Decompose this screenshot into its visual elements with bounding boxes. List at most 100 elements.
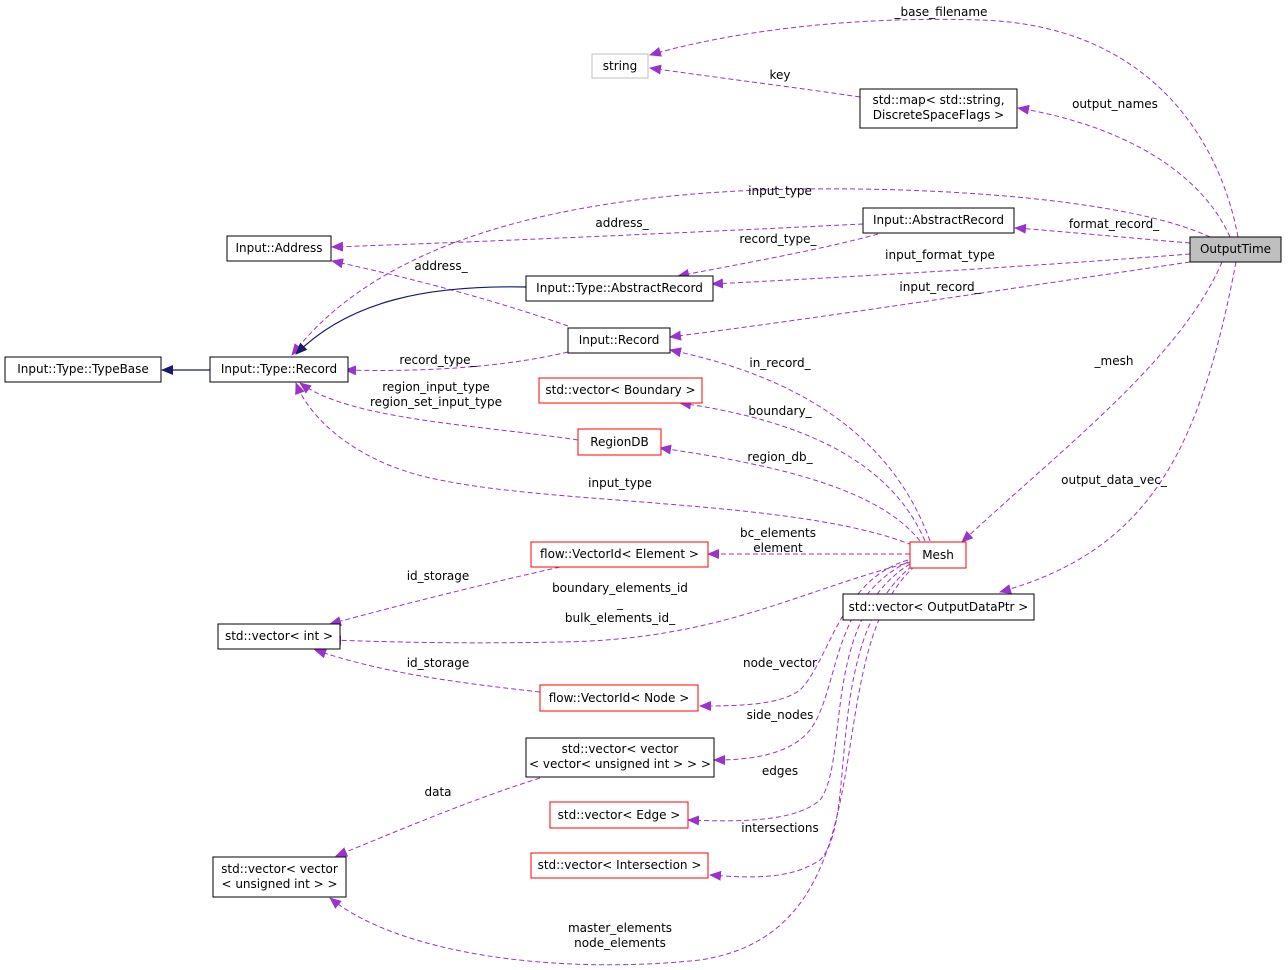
edge-boundary (679, 399, 926, 542)
text-line: format_record_ (1069, 217, 1160, 231)
text-line: input_type (588, 476, 652, 490)
node-type-abstract-record[interactable]: Input::Type::AbstractRecord (525, 275, 714, 302)
text-line: Mesh (922, 548, 954, 562)
node-abstract-record[interactable]: Input::AbstractRecord (862, 207, 1015, 234)
node-std-map[interactable]: std::map< std::string,DiscreteSpaceFlags… (859, 88, 1018, 129)
node-output-time[interactable]: OutputTime (1189, 236, 1282, 263)
edge-label-address-2: address_ (414, 259, 468, 273)
edge-label-output-names: output_names (1072, 97, 1158, 111)
text-line: master_elements (568, 921, 672, 935)
edge-node-vector (699, 559, 909, 711)
text-line: flow::VectorId< Node > (549, 691, 690, 705)
node-vector-intersection[interactable]: std::vector< Intersection > (530, 852, 709, 879)
text-line: side_nodes (747, 708, 814, 722)
edge-label-record-type-1: record_type_ (739, 232, 817, 246)
edge-label-id-storage-2: id_storage (407, 656, 470, 670)
edge-address (331, 223, 864, 252)
node-input-address[interactable]: Input::Address (226, 235, 332, 262)
node-vector-output-data-ptr-label: std::vector< OutputDataPtr > (849, 600, 1029, 614)
node-vector-vector-vector[interactable]: std::vector< vector< vector< unsigned in… (525, 737, 715, 778)
edge-input-type-top (291, 188, 1211, 356)
edge-labels: _base_filename key output_names input_ty… (370, 5, 1168, 950)
node-string-label: string (603, 59, 637, 73)
node-type-typebase[interactable]: Input::Type::TypeBase (4, 356, 162, 383)
node-vector-edge[interactable]: std::vector< Edge > (549, 801, 689, 829)
text-line: record_type_ (399, 353, 477, 367)
node-input-address-label: Input::Address (236, 241, 323, 255)
node-output-time-label: OutputTime (1200, 242, 1271, 256)
node-vector-boundary-label: std::vector< Boundary > (545, 383, 695, 397)
edge-label-input-type-top: input_type (748, 184, 812, 198)
edge-input-format-type (711, 253, 1191, 289)
node-type-abstract-record-label: Input::Type::AbstractRecord (536, 281, 703, 295)
node-type-record[interactable]: Input::Type::Record (209, 356, 349, 383)
edge-label-output-data-vec: output_data_vec_ (1061, 473, 1168, 487)
edge-edges (687, 563, 911, 826)
text-line: node_elements (574, 936, 666, 950)
edge-key (649, 64, 861, 98)
node-region-db-label: RegionDB (590, 435, 649, 449)
node-vector-vector-uint-label: std::vector< vector< unsigned int > > (221, 862, 338, 891)
node-input-record[interactable]: Input::Record (567, 327, 671, 354)
edge-output-names (1017, 104, 1231, 238)
edge-label-region-db: region_db_ (747, 450, 813, 464)
node-vector-output-data-ptr[interactable]: std::vector< OutputDataPtr > (842, 593, 1035, 621)
text-line: flow::VectorId< Element > (540, 547, 699, 561)
edge-address-2 (331, 258, 569, 327)
text-line: Input::AbstractRecord (873, 213, 1004, 227)
text-line: std::vector< Intersection > (538, 858, 702, 872)
node-vectorid-node[interactable]: flow::VectorId< Node > (539, 684, 699, 712)
edge-output-data-vec (999, 261, 1237, 594)
node-vector-intersection-label: std::vector< Intersection > (538, 858, 702, 872)
edge-label-format-record: format_record_ (1069, 217, 1160, 231)
node-vector-vector-vector-label: std::vector< vector< vector< unsigned in… (529, 742, 711, 771)
text-line: RegionDB (590, 435, 649, 449)
node-vectorid-element[interactable]: flow::VectorId< Element > (530, 541, 709, 568)
text-line: std::vector< Edge > (558, 808, 681, 822)
text-line: input_type (748, 184, 812, 198)
text-line: input_record_ (899, 280, 981, 294)
node-type-record-label: Input::Type::Record (221, 362, 337, 376)
edge-label-edges: edges (762, 764, 798, 778)
text-line: record_type_ (739, 232, 817, 246)
node-vector-boundary[interactable]: std::vector< Boundary > (538, 377, 703, 404)
node-vector-edge-label: std::vector< Edge > (558, 808, 681, 822)
text-line: id_storage (407, 656, 470, 670)
text-line: std::map< std::string, (872, 93, 1004, 107)
node-region-db[interactable]: RegionDB (577, 428, 662, 456)
text-line: element (753, 541, 803, 555)
text-line: _mesh (1094, 354, 1134, 368)
node-mesh-label: Mesh (922, 548, 954, 562)
edge-record-type-1 (677, 233, 879, 279)
text-line: std::vector< Boundary > (545, 383, 695, 397)
text-line: region_db_ (747, 450, 813, 464)
edge-label-input-type-bottom: input_type (588, 476, 652, 490)
edge-label-boundary-elements-id: boundary_elements_id_bulk_elements_id_ (552, 581, 688, 625)
edge-intersections (709, 565, 913, 881)
edge-label-input-record: input_record_ (899, 280, 981, 294)
text-line: _base_filename (894, 5, 988, 19)
edge-label-address: address_ (595, 216, 649, 230)
edge-label-mesh: _mesh (1094, 354, 1134, 368)
text-line: std::vector< int > (225, 629, 333, 643)
node-string[interactable]: string (591, 53, 649, 79)
text-line: address_ (414, 259, 468, 273)
text-line: node_vector (743, 656, 817, 670)
node-vector-int-label: std::vector< int > (225, 629, 333, 643)
text-line: bulk_elements_id_ (565, 611, 676, 625)
node-vector-vector-uint[interactable]: std::vector< vector< unsigned int > > (212, 856, 347, 898)
node-mesh[interactable]: Mesh (909, 541, 967, 569)
node-vector-int[interactable]: std::vector< int > (217, 623, 341, 650)
node-abstract-record-label: Input::AbstractRecord (873, 213, 1004, 227)
text-line: input_format_type (885, 248, 995, 262)
text-line: std::vector< OutputDataPtr > (849, 600, 1029, 614)
edge-label-in-record: in_record_ (749, 356, 811, 370)
text-line: Input::Type::AbstractRecord (536, 281, 703, 295)
text-line: data (424, 785, 451, 799)
node-vectorid-element-label: flow::VectorId< Element > (540, 547, 699, 561)
text-line: std::vector< vector (221, 862, 338, 876)
